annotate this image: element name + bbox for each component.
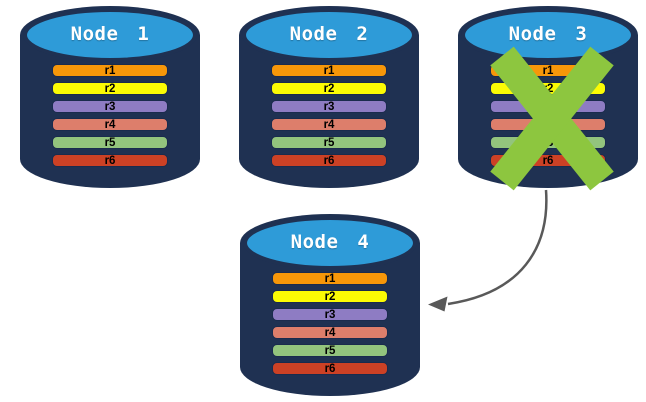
replica-row-r5: r5 xyxy=(52,136,168,149)
replica-row-r5: r5 xyxy=(271,136,387,149)
replica-row-r1: r1 xyxy=(52,64,168,77)
replica-row-r1: r1 xyxy=(272,272,388,285)
replica-row-r3: r3 xyxy=(490,100,606,113)
replica-rows: r1 r2 r3 r4 r5 r6 xyxy=(490,64,606,172)
replica-row-r1: r1 xyxy=(490,64,606,77)
replica-row-r6: r6 xyxy=(490,154,606,167)
replica-row-r3: r3 xyxy=(52,100,168,113)
replica-rows: r1 r2 r3 r4 r5 r6 xyxy=(52,64,168,172)
replica-row-r4: r4 xyxy=(490,118,606,131)
database-node-2: Node 2 r1 r2 r3 r4 r5 r6 xyxy=(237,2,421,192)
replica-rows: r1 r2 r3 r4 r5 r6 xyxy=(271,64,387,172)
database-node-3: Node 3 r1 r2 r3 r4 r5 r6 xyxy=(456,2,640,192)
replica-row-r2: r2 xyxy=(271,82,387,95)
replica-row-r3: r3 xyxy=(271,100,387,113)
replica-row-r5: r5 xyxy=(272,344,388,357)
replica-row-r6: r6 xyxy=(271,154,387,167)
arrow-head-icon xyxy=(428,296,448,312)
replica-row-r2: r2 xyxy=(272,290,388,303)
node-title: Node 1 xyxy=(70,23,150,45)
cylinder-top xyxy=(243,216,417,270)
replica-row-r4: r4 xyxy=(272,326,388,339)
database-node-1: Node 1 r1 r2 r3 r4 r5 r6 xyxy=(18,2,202,192)
replica-row-r4: r4 xyxy=(52,118,168,131)
replica-row-r6: r6 xyxy=(272,362,388,375)
replica-row-r3: r3 xyxy=(272,308,388,321)
arrow-curve xyxy=(447,189,548,306)
replica-row-r2: r2 xyxy=(52,82,168,95)
node-title: Node 3 xyxy=(508,23,588,45)
database-node-4: Node 4 r1 r2 r3 r4 r5 r6 xyxy=(238,210,422,400)
replica-row-r2: r2 xyxy=(490,82,606,95)
node-title: Node 4 xyxy=(290,231,370,253)
replica-row-r1: r1 xyxy=(271,64,387,77)
cylinder-top xyxy=(23,8,197,62)
replica-row-r6: r6 xyxy=(52,154,168,167)
node-title: Node 2 xyxy=(289,23,369,45)
replica-row-r5: r5 xyxy=(490,136,606,149)
cylinder-top xyxy=(242,8,416,62)
replica-rows: r1 r2 r3 r4 r5 r6 xyxy=(272,272,388,380)
replica-row-r4: r4 xyxy=(271,118,387,131)
